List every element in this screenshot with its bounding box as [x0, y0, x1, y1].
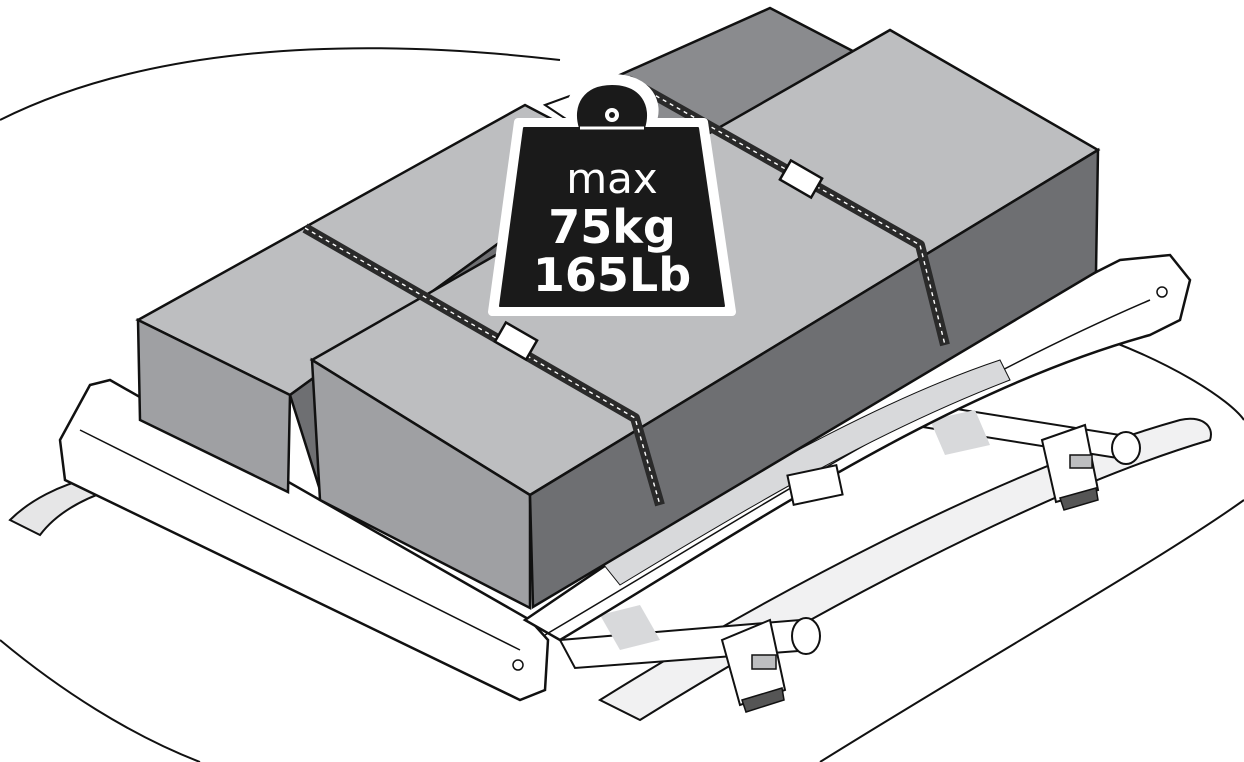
weight-icon: max 75kg 165Lb — [488, 74, 736, 316]
strap-buckle-front — [493, 320, 539, 362]
max-label: max — [566, 154, 658, 203]
strap-buckle-rear — [778, 158, 824, 200]
cargo-strap-rear — [625, 75, 950, 347]
imperial-weight-label: 165Lb — [533, 248, 691, 302]
metric-weight-label: 75kg — [548, 200, 676, 254]
rack-basket — [58, 38, 1192, 702]
foot-mount-front — [720, 618, 787, 713]
cargo-strap-front-stitch — [304, 227, 661, 506]
foot-mount-rear — [1040, 423, 1100, 511]
